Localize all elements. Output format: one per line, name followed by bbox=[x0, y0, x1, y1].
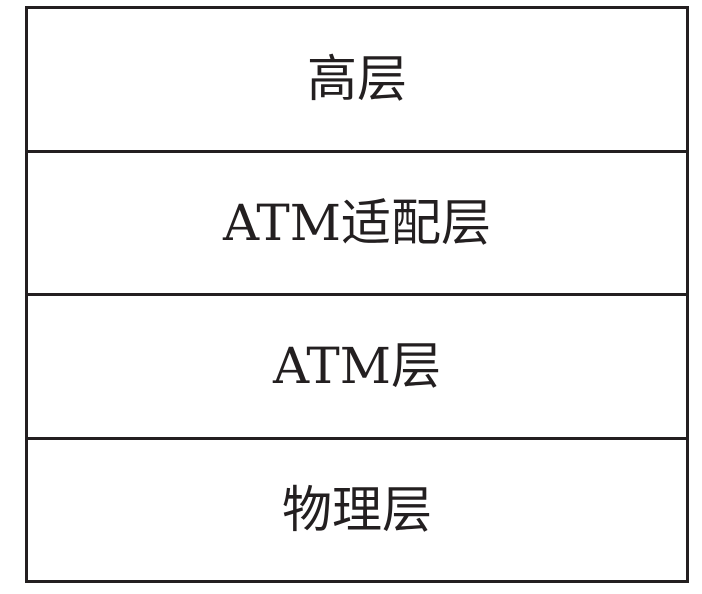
layer-label-atm-adaptation: ATM适配层 bbox=[223, 193, 491, 252]
layer-physical: 物理层 bbox=[28, 436, 686, 581]
layer-atm: ATM层 bbox=[28, 293, 686, 437]
layer-label-higher: 高层 bbox=[307, 50, 407, 109]
protocol-layer-stack: 高层 ATM适配层 ATM层 物理层 bbox=[25, 6, 689, 583]
layer-atm-adaptation: ATM适配层 bbox=[28, 149, 686, 294]
layer-higher: 高层 bbox=[28, 9, 686, 150]
layer-label-atm: ATM层 bbox=[273, 337, 441, 396]
layer-label-physical: 物理层 bbox=[282, 480, 432, 539]
